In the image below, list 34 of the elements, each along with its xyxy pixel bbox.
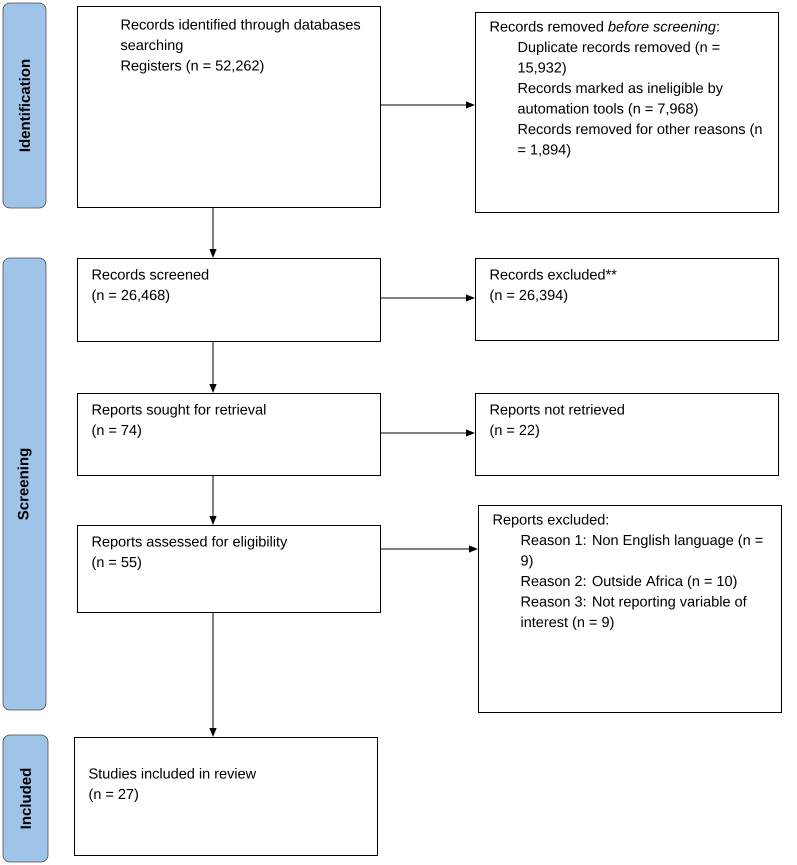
box-text: Registers (n = 52,262) bbox=[122, 60, 264, 74]
box-text: (n = 55) bbox=[92, 556, 141, 570]
process-box bbox=[478, 505, 782, 713]
box-text: Reason 2: Outside Africa (n = 10) bbox=[522, 576, 736, 590]
box-text: Records removed for other reasons (n = 1,894) bbox=[518, 124, 762, 158]
box-text: (n = 26,468) bbox=[92, 290, 170, 304]
process-box bbox=[74, 737, 378, 856]
box-text: Records marked as ineligible by automation tools (n = 7,968) bbox=[518, 82, 723, 117]
box-text: Records excluded** bbox=[490, 269, 617, 280]
process-box bbox=[475, 393, 779, 476]
process-box bbox=[77, 393, 381, 476]
box-text: Reports not retrieved bbox=[490, 404, 624, 418]
box-text: Records screened bbox=[92, 269, 208, 280]
process-box bbox=[475, 258, 779, 341]
box-text: (n = 26,394) bbox=[490, 290, 568, 304]
box-text: Reason 1: Non English language (n = 9) bbox=[521, 534, 762, 569]
box-text: Studies included in review bbox=[89, 768, 256, 779]
box-text: (n = 74) bbox=[92, 424, 141, 438]
stage-band: Screening bbox=[2, 258, 46, 710]
process-box bbox=[475, 12, 779, 213]
process-box bbox=[77, 258, 381, 342]
box-text: Reason 3: Not reporting variable of interest (n = 9) bbox=[521, 596, 747, 630]
box-text: Reports excluded: bbox=[494, 514, 608, 528]
box-text: Reports sought for retrieval bbox=[92, 404, 266, 418]
box-text: Records removed before screening: bbox=[490, 21, 719, 35]
box-text: Duplicate records removed (n = 15,932) bbox=[518, 42, 720, 76]
process-box bbox=[77, 525, 381, 613]
stage-band: Included bbox=[2, 734, 48, 862]
box-text: Reports assessed for eligibility bbox=[92, 536, 288, 550]
process-box bbox=[77, 6, 381, 208]
box-text: Records identified through databases searching bbox=[120, 19, 360, 54]
stage-band: Identification bbox=[2, 2, 46, 208]
box-text: (n = 27) bbox=[89, 788, 138, 802]
box-text: (n = 22) bbox=[490, 424, 539, 438]
